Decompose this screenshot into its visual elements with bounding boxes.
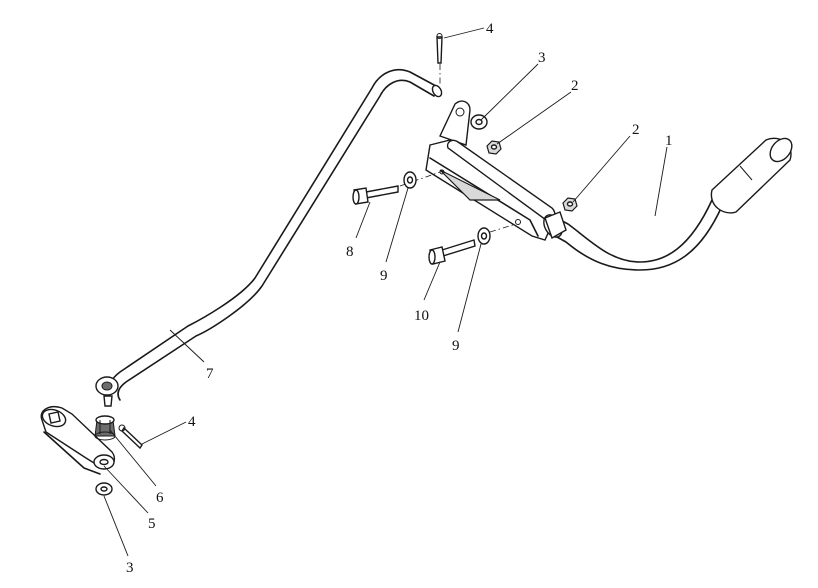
callout-10: 10 [414, 308, 429, 324]
connecting-rod [95, 68, 443, 407]
handle-grip [710, 137, 793, 214]
washer-9b [477, 223, 517, 245]
callout-3-lower: 3 [126, 560, 134, 576]
lower-lever-arm [40, 406, 116, 475]
bracket-assembly [425, 100, 567, 241]
callout-7: 7 [206, 366, 214, 382]
cotter-pin-lower [118, 424, 143, 450]
castle-nut [94, 415, 116, 441]
callout-1: 1 [665, 133, 673, 149]
cotter-pin-upper [436, 33, 443, 84]
lock-nut-a [486, 140, 502, 155]
callout-9-b: 9 [452, 338, 460, 354]
washer-upper [470, 114, 488, 130]
bolt-10 [428, 239, 476, 265]
callout-6: 6 [156, 490, 164, 506]
lock-nut-b [562, 197, 578, 212]
callout-2-b: 2 [632, 122, 640, 138]
washer-9a [403, 171, 417, 189]
handle-lever [540, 137, 793, 271]
callout-2-a: 2 [571, 78, 579, 94]
callout-4-upper: 4 [486, 21, 494, 37]
callout-labels: 4 3 2 2 1 8 9 10 9 7 4 6 5 3 [126, 21, 673, 576]
callout-8: 8 [346, 244, 354, 260]
bolt-8 [352, 171, 441, 205]
washer-lower [95, 482, 113, 496]
callout-3-upper: 3 [538, 50, 546, 66]
callout-5: 5 [148, 516, 156, 532]
callout-9-a: 9 [380, 268, 388, 284]
callout-4-lower: 4 [188, 414, 196, 430]
leader-lines [103, 27, 668, 557]
washer-5 [93, 454, 115, 470]
